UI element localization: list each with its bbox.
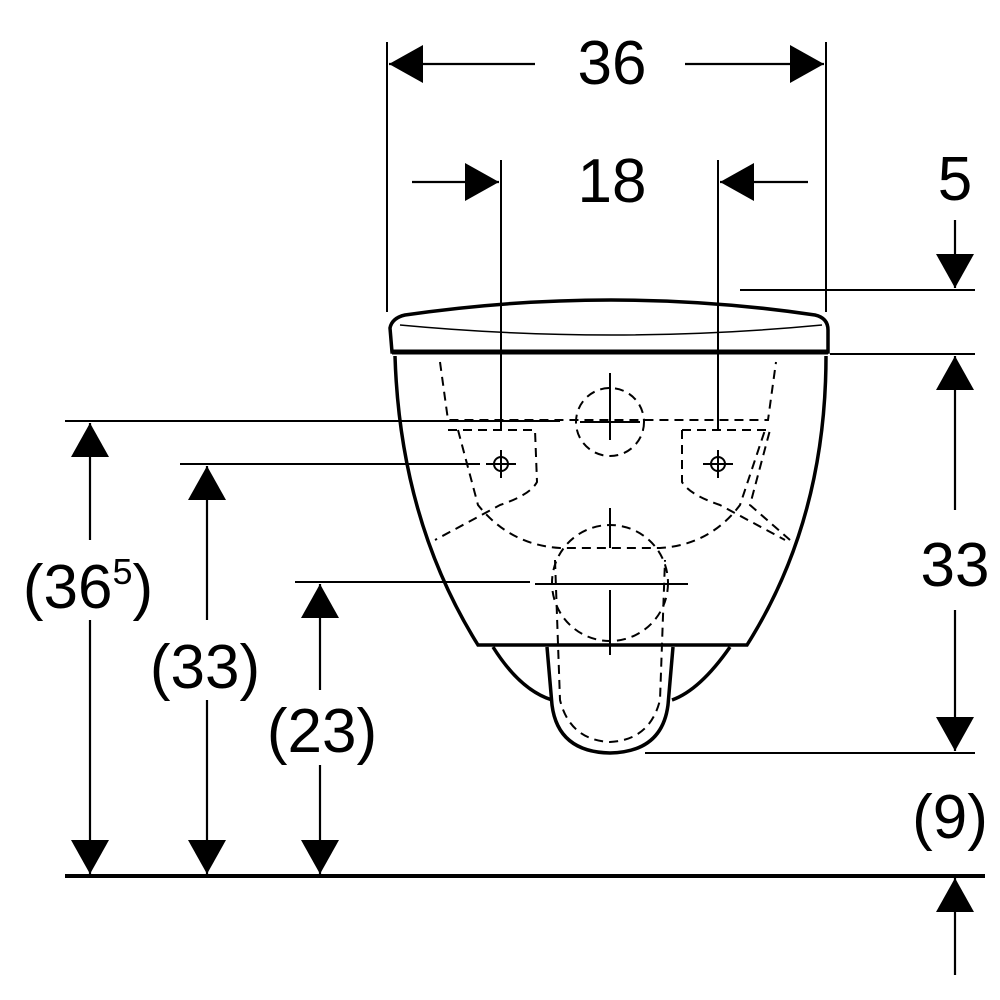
extension-lines (65, 42, 975, 754)
dim-fixing-height: (33) (150, 633, 260, 702)
dimension-arrows (71, 45, 974, 975)
dim-outlet-height: (23) (267, 697, 377, 766)
dim-top-height-base: (36 (23, 553, 113, 622)
dim-top-height-sup: 5 (112, 551, 132, 592)
hidden-lines (434, 361, 791, 744)
dim-bowl-height: 33 (921, 531, 990, 600)
dim-top-height-close: ) (132, 553, 153, 622)
dim-fixing-spacing: 18 (578, 147, 647, 216)
dim-top-height: (365) (23, 551, 153, 622)
toilet-seat (388, 298, 830, 355)
dim-floor-clearance: (9) (912, 783, 988, 852)
centre-marks (486, 373, 733, 655)
dim-overall-width: 36 (578, 29, 647, 98)
dim-seat-thickness: 5 (938, 145, 972, 214)
toilet-bowl (393, 355, 828, 755)
